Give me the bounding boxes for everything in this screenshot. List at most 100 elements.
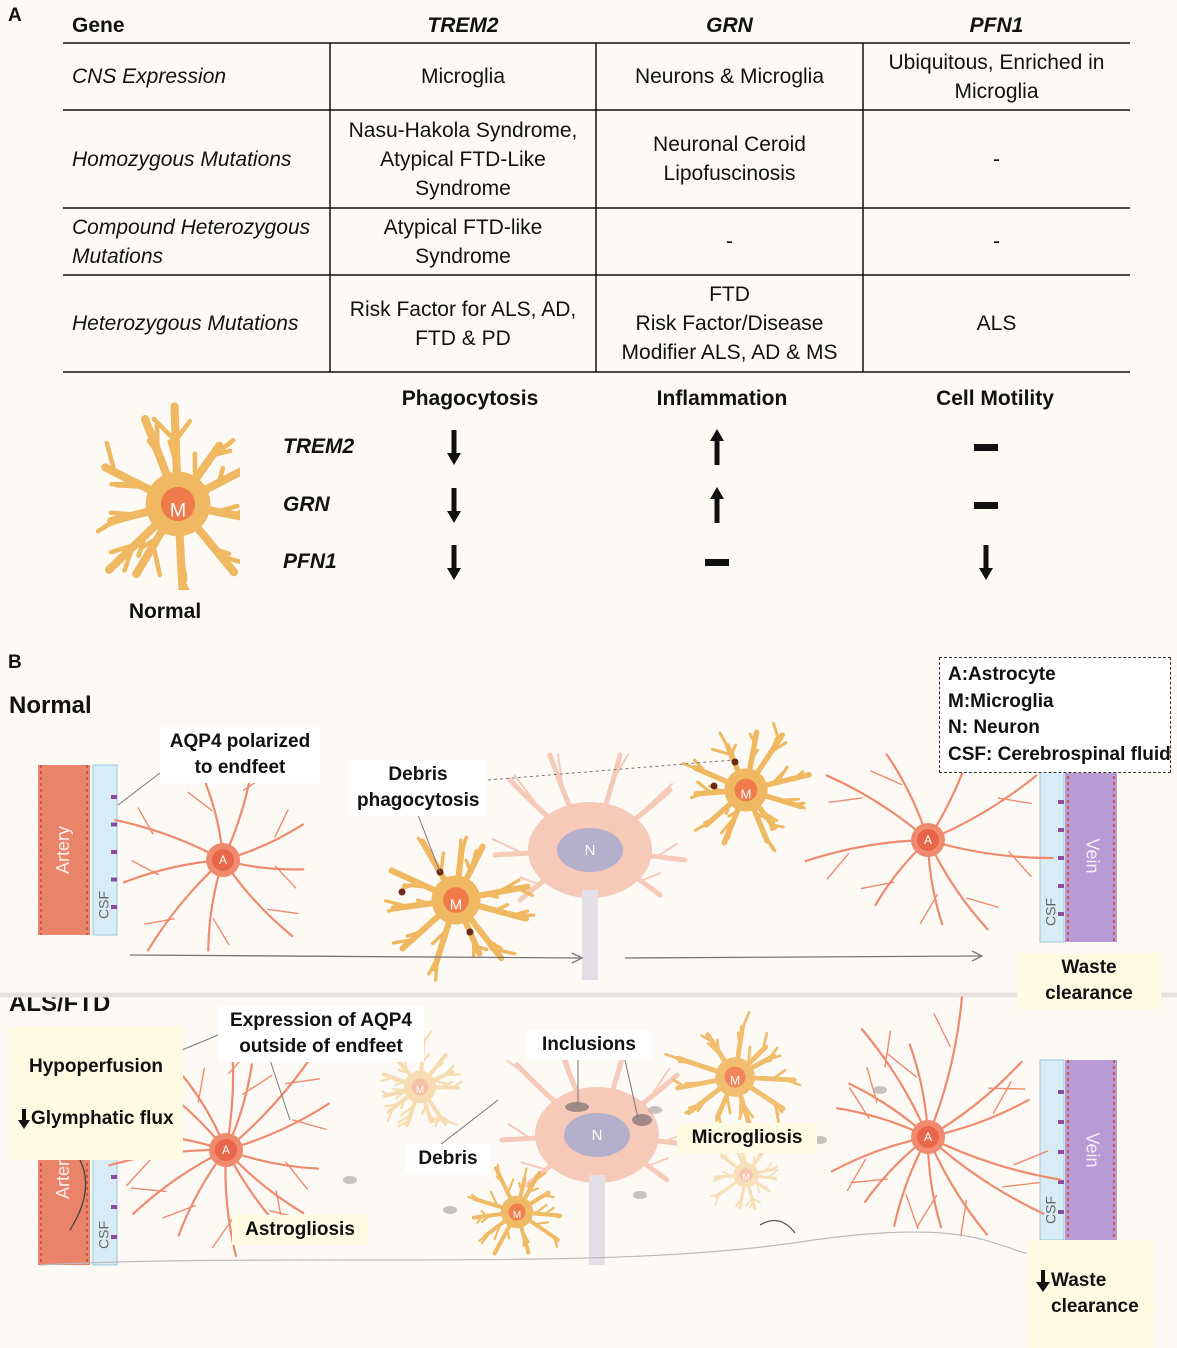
csf-label: CSF xyxy=(96,891,112,919)
inclusions-label: Inclusions xyxy=(526,1030,652,1060)
table-row-label: Heterozygous Mutations xyxy=(72,312,299,335)
legend-item: M:Microglia xyxy=(948,690,1054,712)
effect-header-phagocytosis: Phagocytosis xyxy=(401,387,539,410)
astrocyte-normal-right: A xyxy=(804,723,1054,931)
aqp4-marker xyxy=(111,1175,117,1179)
microglia-letter: M xyxy=(416,1085,424,1096)
debris-particle xyxy=(633,1191,647,1199)
microglia-normal-right: M xyxy=(681,721,812,853)
waste-clearance-label-als: Waste clearance xyxy=(1051,1270,1139,1317)
legend: A:Astrocyte M:Microglia N: Neuron CSF: C… xyxy=(939,657,1171,773)
table-cell: Neuronal Ceroid Lipofuscinosis xyxy=(653,133,806,185)
csf-right-normal: CSF xyxy=(1039,769,1065,943)
axon xyxy=(589,1175,605,1265)
table-cell: FTD Risk Factor/Disease Modifier ALS, AD… xyxy=(621,283,838,364)
astrocyte-letter: A xyxy=(924,1130,932,1144)
microglia-letter: M xyxy=(170,499,186,521)
csf-label: CSF xyxy=(96,1221,112,1249)
table-cell: ALS xyxy=(976,312,1017,335)
neuron-letter: N xyxy=(592,1127,603,1144)
csf-label: CSF xyxy=(1043,1196,1059,1224)
flux-line xyxy=(759,1219,796,1234)
no-change-dash xyxy=(705,559,729,566)
hypoperfusion-label: Hypoperfusion xyxy=(28,1056,164,1077)
pointer-line xyxy=(439,1099,499,1146)
table-cell: Ubiquitous, Enriched in Microglia xyxy=(888,50,1105,103)
glymphatic-flux-row: Glymphatic flux xyxy=(17,1106,175,1132)
aqp4-polarized-label: AQP4 polarized to endfeet xyxy=(160,727,320,783)
microglia-illustration: M xyxy=(95,402,240,590)
up-arrow-icon xyxy=(710,487,724,523)
no-change-dash xyxy=(974,502,998,509)
aqp4-outside-label: Expression of AQP4 outside of endfeet xyxy=(218,1006,424,1062)
debris-particle xyxy=(343,1176,357,1184)
vessel-label: Vein xyxy=(1082,838,1102,873)
aqp4-marker xyxy=(1058,1090,1064,1094)
aqp4-marker xyxy=(1058,1120,1064,1124)
panel-a-letter: A xyxy=(8,5,22,26)
waste-clearance-row: Waste clearance xyxy=(1035,1268,1147,1320)
table-header-grn: GRN xyxy=(706,13,753,37)
effect-header-cell-motility: Cell Motility xyxy=(936,387,1054,410)
down-arrow-icon xyxy=(447,430,461,465)
flow-arrow xyxy=(129,954,581,959)
aqp4-marker xyxy=(1058,800,1064,804)
astrocyte-letter: A xyxy=(222,1143,230,1157)
down-arrow-icon xyxy=(979,545,993,580)
aqp4-marker xyxy=(111,877,117,882)
microglia-normal-left: M xyxy=(383,835,536,982)
aqp4-marker xyxy=(1058,1180,1064,1184)
flow-arrow xyxy=(624,955,981,959)
table-row-label: CNS Expression xyxy=(72,65,227,88)
neuron-als: N xyxy=(499,1037,698,1265)
pointer-line xyxy=(487,759,734,781)
table-header-gene: Gene xyxy=(72,13,125,37)
table-cell: - xyxy=(726,230,733,253)
inclusion xyxy=(565,1102,589,1112)
debris-particle xyxy=(648,1106,662,1114)
microglia-als-bottom: M xyxy=(467,1163,563,1256)
debris-particle xyxy=(466,928,474,936)
microglia-letter: M xyxy=(742,1172,750,1182)
microglia-letter: M xyxy=(450,896,462,913)
csf-label: CSF xyxy=(1043,898,1059,926)
effect-header-inflammation: Inflammation xyxy=(656,387,788,410)
aqp4-marker xyxy=(1058,912,1064,916)
effects-matrix xyxy=(447,429,998,580)
vein-normal: Vein xyxy=(1065,770,1117,942)
down-arrow-icon xyxy=(447,488,461,523)
debris-particle xyxy=(873,1086,887,1094)
microglia-letter: M xyxy=(513,1210,521,1221)
legend-item: N: Neuron xyxy=(948,717,1040,738)
legend-item: CSF: Cerebrospinal fluid xyxy=(948,743,1171,765)
astrocyte-letter: A xyxy=(219,853,227,867)
aqp4-marker xyxy=(1058,828,1064,832)
neuron-letter: N xyxy=(585,842,596,859)
aqp4-marker xyxy=(111,905,117,909)
effect-gene-grn: GRN xyxy=(283,493,330,516)
artery-normal: Artery xyxy=(38,765,90,935)
neuron-normal: N xyxy=(491,752,688,980)
aqp4-marker xyxy=(1058,1150,1064,1154)
csf-left-normal: CSF xyxy=(92,764,118,936)
debris-particle xyxy=(443,1206,457,1214)
effect-gene-pfn1: PFN1 xyxy=(283,550,337,573)
figure: A Gene TREM2 GRN PFN1 CNS Expression Mic… xyxy=(0,5,1177,1348)
aqp4-marker xyxy=(1058,1210,1064,1214)
csf-right-als: CSF xyxy=(1039,1059,1065,1241)
glymphatic-flux-label: Glymphatic flux xyxy=(31,1108,174,1129)
axon xyxy=(582,890,598,980)
microglia-letter: M xyxy=(730,1074,740,1088)
pointer-line xyxy=(624,1059,639,1119)
debris-phagocytosis-label: Debris phagocytosis xyxy=(349,760,487,816)
table-cell: Microglia xyxy=(420,65,506,88)
microgliosis-label: Microgliosis xyxy=(677,1123,817,1153)
inclusion xyxy=(632,1114,652,1126)
debris-particle xyxy=(731,758,739,766)
aqp4-marker xyxy=(111,850,117,854)
table-header-trem2: TREM2 xyxy=(427,13,499,37)
table-row-label: Compound Heterozygous Mutations xyxy=(72,215,311,268)
debris-label: Debris xyxy=(405,1144,491,1174)
astrocyte-als-right: A xyxy=(830,996,1062,1237)
vessel-label: Vein xyxy=(1082,1132,1102,1167)
